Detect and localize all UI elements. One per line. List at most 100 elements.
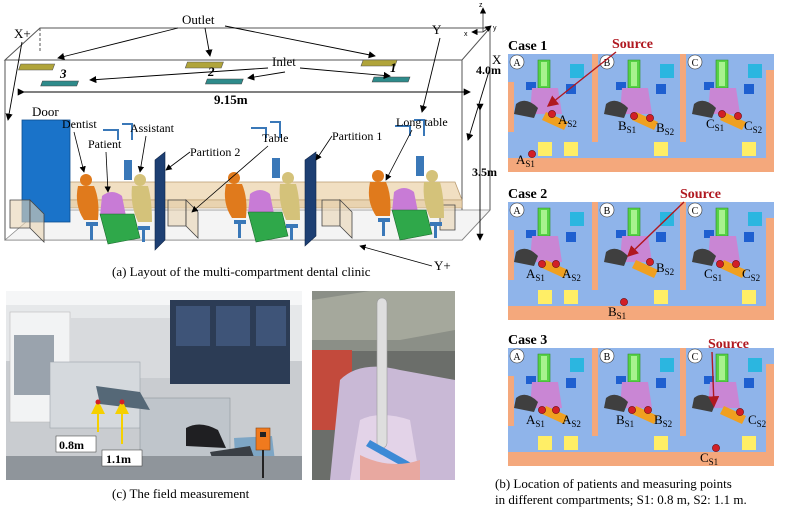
cabinet <box>704 82 714 90</box>
case-title: Case 3 <box>508 333 547 348</box>
chair-stripe <box>541 210 547 234</box>
compartment-wall <box>508 376 514 426</box>
measuring-point-marker <box>718 110 726 118</box>
cabinet <box>616 230 626 238</box>
measuring-point: AS2 <box>552 406 581 429</box>
partition-1-label: Partition 1 <box>332 129 382 143</box>
assistant <box>542 260 568 278</box>
inlet-number-2: 2 <box>207 64 215 79</box>
compartment-wall <box>508 230 514 280</box>
chair-stripe <box>631 62 637 86</box>
case-corridor <box>508 158 774 172</box>
outlet-label: Outlet <box>182 12 215 27</box>
measuring-point: BS2 <box>644 406 672 429</box>
case-title: Case 2 <box>508 187 547 202</box>
assistant <box>542 406 568 424</box>
compartment-a: A <box>508 202 584 304</box>
compartment-c: C <box>680 54 762 156</box>
compartment-b: B <box>592 54 674 156</box>
inlet-label: Inlet <box>272 54 296 69</box>
measuring-point: CS2 <box>734 112 762 135</box>
source-arrow <box>626 201 685 257</box>
cabinet <box>570 64 584 78</box>
cabinet <box>570 358 584 372</box>
compartment-badge <box>509 348 525 364</box>
chair-stripe <box>631 210 637 234</box>
compartment-a: A <box>508 54 584 156</box>
compartment-divider <box>680 348 686 436</box>
measuring-point: AS2 <box>548 110 577 129</box>
side-table-left <box>9 199 45 243</box>
dental-unit-1 <box>76 123 152 245</box>
cases-caption-line2: in different compartments; S1: 0.8 m, S2… <box>495 492 747 507</box>
axis-y-label: Y <box>432 22 442 37</box>
measuring-point-marker <box>736 408 744 416</box>
measuring-point-marker <box>552 260 560 268</box>
dentist-label: Dentist <box>62 117 97 131</box>
dentist <box>604 248 628 266</box>
photo-panel: 0.8m 1.1m (c) The field measurement <box>6 291 455 501</box>
measuring-point-label: AS2 <box>562 266 581 283</box>
compartment-letter: B <box>604 352 611 363</box>
compartment-letter: A <box>513 58 521 69</box>
source-arrow <box>708 351 720 408</box>
height-label-high: 1.1m <box>106 452 131 466</box>
compartment-badge <box>599 348 615 364</box>
compartment-divider <box>680 54 686 142</box>
compartment-letter: C <box>692 206 699 217</box>
chair-stripe <box>719 62 725 86</box>
patient <box>530 88 562 114</box>
measuring-point-label: AS2 <box>558 112 577 129</box>
measuring-point-label: CS1 <box>700 450 718 467</box>
measuring-point-label: CS1 <box>706 116 724 133</box>
cabinet <box>660 358 674 372</box>
compartment-divider <box>680 202 686 290</box>
measuring-point-marker <box>734 112 742 120</box>
compartment-badge <box>687 54 703 70</box>
photo-caption: (c) The field measurement <box>112 486 250 501</box>
measuring-point-label: CS2 <box>744 118 762 135</box>
measuring-point: CS2 <box>732 260 760 283</box>
cabinet <box>616 376 626 384</box>
table-square <box>564 142 578 156</box>
measuring-point-marker <box>630 112 638 120</box>
compartment-letter: B <box>604 206 611 217</box>
measuring-point-marker <box>528 150 536 158</box>
assistant-head <box>134 174 146 186</box>
case-right-wall <box>766 70 774 158</box>
table-square <box>742 290 756 304</box>
measuring-point: BS2 <box>646 258 674 277</box>
outlet-vent-1 <box>360 59 398 67</box>
measuring-point-marker <box>646 114 654 122</box>
dental-chair <box>99 213 141 245</box>
inlet-number-3: 3 <box>59 66 67 81</box>
case-corridor <box>508 452 774 466</box>
compartment-wall <box>508 82 514 132</box>
cabinet <box>704 230 714 238</box>
cabinet <box>704 376 714 384</box>
cabinet <box>526 82 536 90</box>
axis-triad: z x y <box>464 2 497 38</box>
axis-x-label: X <box>492 52 502 67</box>
cabinet <box>526 230 536 238</box>
measuring-point-label: BS2 <box>656 260 674 277</box>
measuring-point-label: BS1 <box>616 412 634 429</box>
assistant <box>632 260 658 278</box>
dental-unit-3 <box>368 119 444 241</box>
table-square <box>654 290 668 304</box>
compartment-letter: C <box>692 352 699 363</box>
cabinet <box>656 378 666 388</box>
assistant <box>720 112 746 130</box>
compartment-badge <box>687 348 703 364</box>
measuring-point: AS1 <box>526 260 546 283</box>
table-square <box>654 142 668 156</box>
source-label: Source <box>708 337 749 352</box>
clinic-photo: 0.8m 1.1m <box>6 291 302 480</box>
measuring-point-label: AS1 <box>516 152 535 169</box>
measuring-point-marker <box>712 444 720 452</box>
triad-z-label: z <box>479 2 483 9</box>
inlet-vent-1 <box>371 76 411 83</box>
patient <box>708 236 740 262</box>
cabinet <box>748 212 762 226</box>
